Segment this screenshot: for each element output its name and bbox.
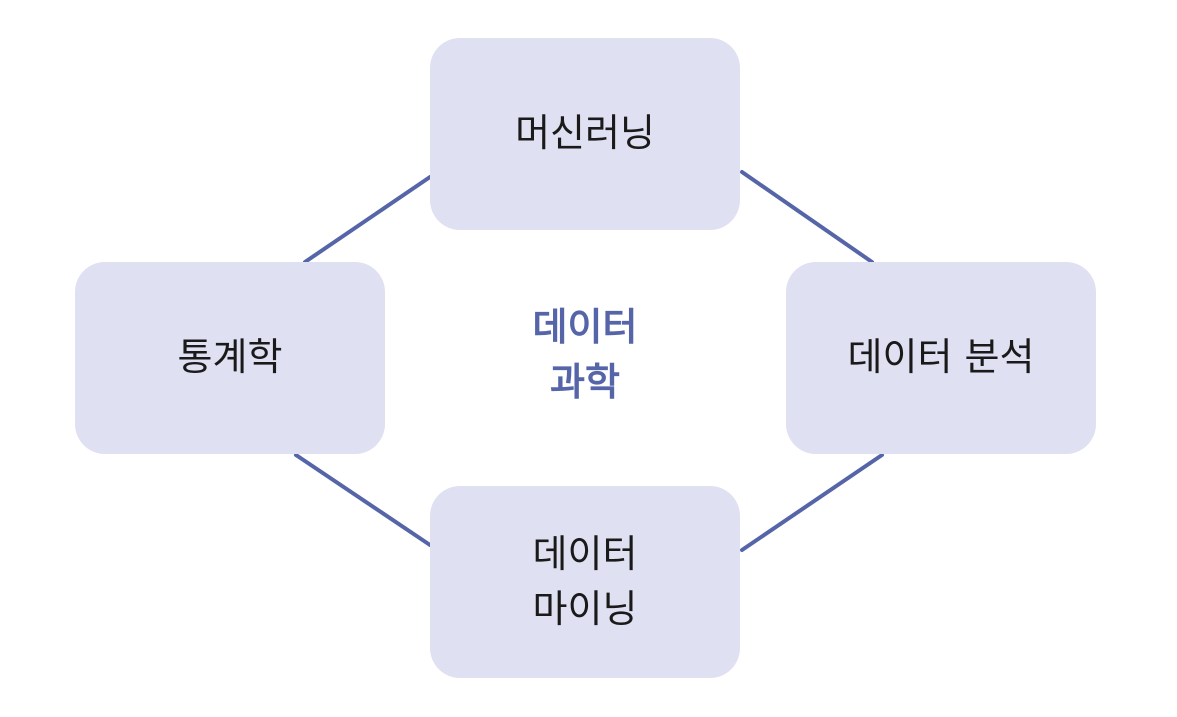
node-label-data-analysis: 데이터 분석 bbox=[847, 335, 1035, 380]
node-data-mining: 데이터 마이닝 bbox=[430, 486, 740, 678]
node-data-analysis: 데이터 분석 bbox=[786, 262, 1096, 454]
node-label-data-mining: 데이터 마이닝 bbox=[532, 531, 638, 631]
center-label-data-science: 데이터 과학 bbox=[532, 305, 638, 405]
node-label-statistics: 통계학 bbox=[177, 335, 283, 380]
connector-top-right bbox=[740, 170, 874, 264]
node-machine-learning: 머신러닝 bbox=[430, 38, 740, 230]
connector-left-top bbox=[303, 175, 432, 264]
node-statistics: 통계학 bbox=[75, 262, 385, 454]
node-label-machine-learning: 머신러닝 bbox=[515, 111, 655, 156]
connector-bottom-left bbox=[294, 453, 432, 547]
connector-right-bottom bbox=[740, 453, 884, 552]
